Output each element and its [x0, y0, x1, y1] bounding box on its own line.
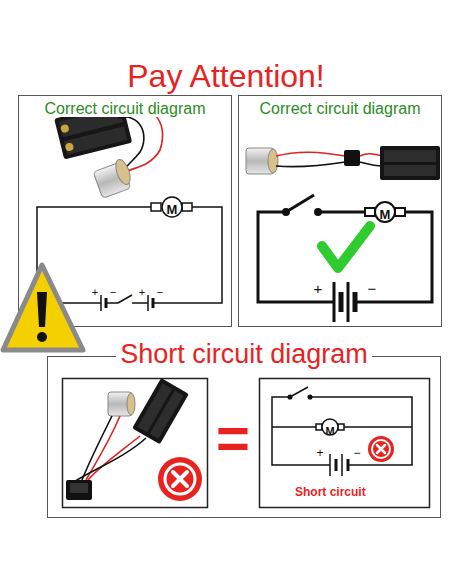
schematic-box: Short circuit M — [259, 378, 430, 508]
motor-letter: M — [325, 425, 334, 437]
text-row: Short circuit diagram — [47, 339, 441, 370]
panel-heading: Short circuit diagram — [116, 339, 372, 369]
panel-heading: Correct circuit diagram — [256, 100, 425, 117]
check-mark — [322, 226, 370, 268]
no-sign — [158, 457, 202, 501]
text-row: Short circuit — [295, 482, 366, 500]
note-text: Short circuit — [295, 485, 366, 499]
schematic-frame — [260, 379, 430, 508]
motor-symbol: M — [162, 197, 182, 217]
panel: Correct circuit diagramM — [18, 95, 232, 327]
no-sign — [368, 436, 394, 462]
warning-triangle — [3, 265, 83, 350]
photo-frame — [63, 379, 208, 508]
motor-switch-battery-photo — [246, 146, 440, 180]
text-row: M — [162, 200, 182, 218]
panel: Correct circuit diagramM — [238, 95, 442, 327]
polarity-sign: + — [92, 287, 98, 298]
polarity-sign: − — [157, 287, 163, 298]
panel-heading: Correct circuit diagram — [41, 100, 210, 117]
polarity-sign: − — [353, 447, 360, 459]
polarity-sign: + — [316, 447, 323, 459]
panel-border — [239, 96, 442, 327]
text-row: Correct circuit diagram — [238, 100, 442, 118]
schematic-wires — [258, 195, 432, 322]
motor-letter: M — [167, 202, 178, 217]
text-row: M — [375, 205, 395, 223]
equals-sign: = — [216, 409, 250, 467]
panel-border — [48, 357, 441, 518]
motor-letter: M — [380, 207, 391, 222]
polarity-sign: + — [139, 287, 145, 298]
text-row: M — [322, 421, 338, 439]
polarity-sign: + — [314, 281, 323, 296]
schematic-wires — [37, 197, 222, 311]
schematic-wires — [272, 387, 412, 476]
polarity-sign: − — [110, 287, 116, 298]
motor-symbol: M — [375, 202, 395, 222]
title: Pay Attention! — [124, 58, 327, 94]
title-wrap: Pay Attention! — [0, 58, 452, 95]
polarity-sign: − — [368, 281, 377, 296]
motor-symbol: M — [322, 419, 338, 435]
text-row: Correct circuit diagram — [18, 100, 232, 118]
